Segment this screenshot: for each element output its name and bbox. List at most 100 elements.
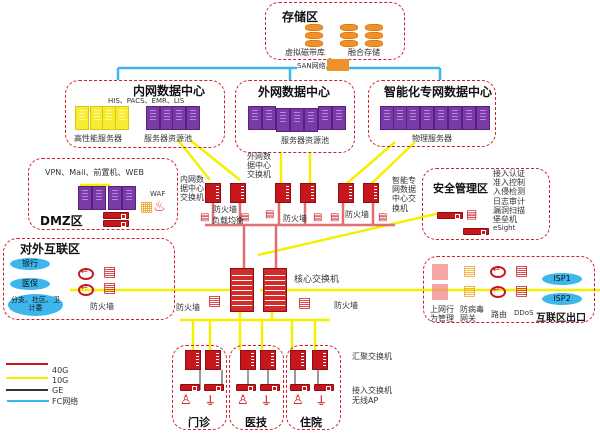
ext-server-icon-5 bbox=[304, 108, 318, 132]
access-switch-2 bbox=[204, 384, 224, 391]
ddos-icon-2: ▤ bbox=[515, 283, 529, 299]
wireless-ap-icon-3: ⍊ bbox=[318, 393, 325, 406]
intranet-switch-label: 内网数据中心交换机 bbox=[180, 175, 204, 203]
intranet-switch-1 bbox=[205, 183, 221, 203]
hp-server-icon-1 bbox=[75, 106, 89, 130]
firewall-label-intranet: 防火墙 bbox=[213, 205, 237, 214]
firewall-label-extranet: 防火墙 bbox=[283, 214, 307, 223]
intranet-dc-title: 内网数据中心 bbox=[133, 84, 206, 98]
phys-server-icon-6 bbox=[448, 106, 462, 130]
legend-line-ge bbox=[6, 389, 48, 391]
internet-exit-zone bbox=[423, 256, 595, 323]
core-firewall-icon-left: ▤ bbox=[208, 293, 222, 309]
phys-server-icon-7 bbox=[462, 106, 476, 130]
security-zone bbox=[422, 168, 550, 240]
server-pool-icon-1 bbox=[146, 106, 160, 130]
wireless-ap-label: 无线AP bbox=[352, 396, 379, 405]
wireless-ap-icon-1: ⍊ bbox=[207, 393, 214, 406]
extranet-switch-label: 外网数据中心交换机 bbox=[247, 152, 271, 180]
firewall-icon-b1: ▤ bbox=[265, 209, 275, 220]
smart-switch-2 bbox=[363, 183, 379, 203]
dmz-zone-title: DMZ区 bbox=[40, 214, 83, 228]
converged-storage-label: 融合存储 bbox=[348, 48, 380, 57]
dmz-server-icon-2 bbox=[92, 186, 106, 210]
core-switch-2 bbox=[263, 268, 287, 312]
firewall-icon-a2: ▤ bbox=[240, 212, 250, 223]
security-item: 准入控制 bbox=[493, 178, 525, 188]
security-item: 日志审计 bbox=[493, 196, 525, 206]
legend-label-40g: 40G bbox=[52, 366, 69, 375]
antivirus-gw-icon-2: ▤ bbox=[463, 283, 477, 299]
smart-switch-label: 智能专网数据中心交换机 bbox=[392, 176, 416, 213]
behavior-mgmt-icon-1 bbox=[432, 264, 448, 280]
agg-switch-1 bbox=[185, 350, 201, 370]
storage-zone-title: 存储区 bbox=[282, 10, 319, 24]
ext-server-icon-3 bbox=[276, 108, 290, 132]
security-item: 漏洞扫描 bbox=[493, 205, 525, 215]
hp-server-label: 高性能服务器 bbox=[74, 134, 122, 143]
firewall-label-smart: 防火墙 bbox=[345, 210, 369, 219]
security-item: 堡垒机 bbox=[493, 214, 517, 224]
ext-router-icon-1 bbox=[78, 266, 94, 280]
waf-firewall-icon: ▦♨ bbox=[140, 199, 166, 215]
user-terminal-icon-3: ♙ bbox=[292, 393, 304, 408]
cloud-branch: 分支、社区、卫计委 bbox=[8, 294, 63, 316]
security-switch-icon-2 bbox=[463, 228, 489, 235]
dmz-switch-icon-2 bbox=[103, 220, 129, 227]
exit-router-icon-2 bbox=[490, 284, 506, 298]
legend-label-10g: 10G bbox=[52, 376, 69, 385]
firewall-icon-c2: ▤ bbox=[378, 212, 388, 223]
cloud-bank: 银行 bbox=[10, 258, 50, 270]
phys-server-icon-2 bbox=[393, 106, 407, 130]
converged-storage-icon-2 bbox=[365, 24, 383, 47]
legend-label-fc: FC网络 bbox=[52, 397, 79, 406]
ext-server-icon-6 bbox=[318, 106, 332, 130]
ext-router-icon-2 bbox=[78, 282, 94, 296]
extranet-switch-1 bbox=[275, 183, 291, 203]
server-pool-label: 服务器资源池 bbox=[144, 134, 192, 143]
ext-server-icon-1 bbox=[248, 106, 262, 130]
core-firewall-icon-right: ▤ bbox=[298, 295, 312, 311]
server-pool-icon-4 bbox=[186, 106, 200, 130]
access-switch-1 bbox=[180, 384, 200, 391]
antivirus-gw-icon-1: ▤ bbox=[463, 263, 477, 279]
10g-links bbox=[70, 139, 600, 350]
dmz-zone bbox=[28, 158, 178, 230]
extranet-dc-zone bbox=[235, 80, 355, 153]
user-terminal-icon-2: ♙ bbox=[237, 393, 249, 408]
router-label: 路由 bbox=[491, 310, 507, 319]
agg-switch-6 bbox=[312, 350, 328, 370]
core-firewall-label-left: 防火墙 bbox=[176, 303, 200, 312]
dept-zone-outpatient bbox=[172, 345, 227, 430]
phys-server-label: 物理服务器 bbox=[412, 134, 452, 143]
access-switch-6 bbox=[314, 384, 334, 391]
legend-line-10g bbox=[6, 377, 48, 379]
intranet-dc-zone bbox=[65, 80, 225, 148]
ddos-icon-1: ▤ bbox=[515, 263, 529, 279]
40g-links bbox=[205, 200, 395, 268]
phys-server-icon-1 bbox=[380, 106, 394, 130]
dmz-server-icon-1 bbox=[78, 186, 92, 210]
access-switch-3 bbox=[236, 384, 256, 391]
intranet-dc-apps: HIS、PACS、EMR、LIS bbox=[108, 97, 185, 105]
phys-server-icon-5 bbox=[434, 106, 448, 130]
security-item: 接入认证 bbox=[493, 169, 525, 178]
access-switch-4 bbox=[260, 384, 280, 391]
dmz-services: VPN、Mail、前置机、WEB bbox=[45, 168, 144, 177]
legend-label-ge: GE bbox=[52, 386, 64, 395]
phys-server-icon-8 bbox=[476, 106, 490, 130]
security-switch-icon-1 bbox=[437, 212, 463, 219]
antivirus-gw-label: 防病毒网关 bbox=[460, 305, 484, 324]
ext-firewall-icon-2: ▤ bbox=[103, 280, 117, 296]
firewall-icon-b2: ▤ bbox=[313, 212, 323, 223]
extranet-dc-title: 外网数据中心 bbox=[258, 85, 331, 99]
cloud-insurance: 医保 bbox=[10, 278, 50, 290]
cloud-isp2: ISP2 bbox=[542, 293, 582, 305]
dept-title-medtech: 医技 bbox=[245, 416, 267, 429]
smart-switch-1 bbox=[338, 183, 354, 203]
access-switch-label: 接入交换机 bbox=[352, 386, 392, 395]
ext-firewall-icon-1: ▤ bbox=[103, 264, 117, 280]
access-switch-5 bbox=[290, 384, 310, 391]
phys-server-icon-3 bbox=[406, 106, 420, 130]
